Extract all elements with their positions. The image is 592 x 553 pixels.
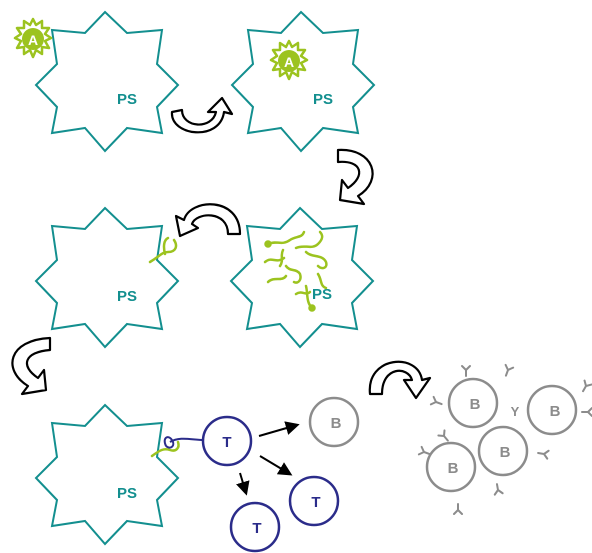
b-cell-label: B (550, 403, 561, 420)
antibody-label: Y (511, 404, 520, 419)
t-cell-2: T (288, 475, 340, 527)
ps-cell-1: PS (34, 10, 180, 153)
curved-arrow-icon (368, 360, 432, 400)
cell-outline (34, 206, 180, 349)
ps-cell-2: PS (230, 10, 376, 153)
curved-arrow-icon (336, 148, 374, 206)
cell-outline (229, 206, 375, 349)
ps-cell-4: PS (229, 206, 375, 349)
straight-arrow-icon (258, 421, 300, 437)
t-cell-label: T (252, 520, 261, 537)
ps-cell-5: PS (34, 403, 180, 546)
tcr-peptide-complex (150, 436, 205, 458)
antigen-2: A (269, 39, 309, 81)
cell-outline (34, 403, 180, 546)
cell-outline (230, 10, 376, 153)
curved-arrow-icon (11, 336, 52, 396)
t-cell-label: T (222, 434, 231, 451)
b-cell-label: B (331, 415, 342, 432)
t-cell-1: T (201, 415, 253, 467)
antigen-label: A (28, 32, 38, 48)
cell-outline (34, 10, 180, 153)
cell-label: PS (117, 485, 137, 502)
antigen-label: A (284, 54, 294, 70)
t-cell-label: T (311, 494, 320, 511)
cell-label: PS (117, 91, 137, 108)
antigen-1: A (13, 17, 53, 59)
curved-arrow-icon (170, 96, 234, 134)
b-cell-4: B (477, 425, 529, 477)
b-cell-label: B (470, 396, 481, 413)
b-cell-3: B (526, 384, 578, 436)
straight-arrow-icon (259, 455, 293, 476)
peptide-fragments (263, 230, 328, 312)
b-cell-5: B (425, 441, 477, 493)
cell-label: PS (117, 288, 137, 305)
cell-label: PS (312, 286, 332, 303)
b-cell-label: B (500, 444, 511, 461)
straight-arrow-icon (236, 472, 250, 496)
curved-arrow-icon (174, 203, 242, 238)
b-cell-2: B (447, 377, 499, 429)
t-cell-3: T (229, 501, 281, 553)
b-cell-label: B (448, 460, 459, 477)
ps-cell-3: PS (34, 206, 180, 349)
cell-label: PS (313, 91, 333, 108)
presented-peptide (148, 236, 178, 264)
b-cell-1: B (308, 396, 360, 448)
